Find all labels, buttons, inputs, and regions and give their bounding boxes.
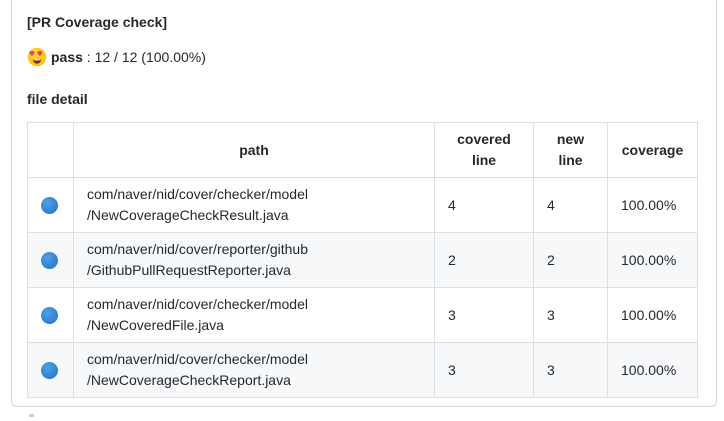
heart-eyes-emoji-icon <box>27 47 47 67</box>
coverage-value: 100.00% <box>607 177 698 233</box>
table-row: com​/naver​/nid​/cover​/checker​/model​/… <box>27 287 698 343</box>
table-row: com​/naver​/nid​/cover​/checker​/model​/… <box>27 177 698 233</box>
file-path: com​/naver​/nid​/cover​/checker​/model​/… <box>73 342 435 398</box>
file-path: com​/naver​/nid​/cover​/checker​/model​/… <box>73 177 435 233</box>
blue-circle-icon <box>41 197 58 215</box>
file-path: com​/naver​/nid​/cover​/reporter​/github… <box>73 232 435 288</box>
section-title: file detail <box>27 91 88 107</box>
coverage-value: 100.00% <box>607 287 698 343</box>
status-value: : 12 / 12 (100.00%) <box>82 49 206 65</box>
status-line: pass : 12 / 12 (100.00%) <box>27 45 701 69</box>
stray-pixel-artifact <box>29 414 34 417</box>
covered-line-value: 3 <box>434 342 534 398</box>
status-label: pass <box>51 49 83 65</box>
table-row: com​/naver​/nid​/cover​/reporter​/github… <box>27 232 698 288</box>
report-title: [PR Coverage check] <box>27 14 168 30</box>
blue-circle-icon <box>41 362 58 380</box>
coverage-table: path covered line new line coverage com​… <box>27 122 698 398</box>
table-row: com​/naver​/nid​/cover​/checker​/model​/… <box>27 342 698 398</box>
column-header-path: path <box>73 122 435 178</box>
header-row: path covered line new line coverage <box>27 122 698 178</box>
blue-circle-icon <box>41 252 58 270</box>
new-line-value: 4 <box>533 177 608 233</box>
file-path: com​/naver​/nid​/cover​/checker​/model​/… <box>73 287 435 343</box>
column-header-new-line: new line <box>533 122 608 178</box>
covered-line-value: 3 <box>434 287 534 343</box>
coverage-value: 100.00% <box>607 232 698 288</box>
comment-body: [PR Coverage check] pass : 12 / 12 (100.… <box>11 0 717 407</box>
coverage-value: 100.00% <box>607 342 698 398</box>
covered-line-value: 4 <box>434 177 534 233</box>
covered-line-value: 2 <box>434 232 534 288</box>
new-line-value: 2 <box>533 232 608 288</box>
new-line-value: 3 <box>533 287 608 343</box>
column-header-covered-line: covered line <box>434 122 534 178</box>
blue-circle-icon <box>41 307 58 325</box>
new-line-value: 3 <box>533 342 608 398</box>
column-header-coverage: coverage <box>607 122 698 178</box>
column-header-icon <box>27 122 74 178</box>
